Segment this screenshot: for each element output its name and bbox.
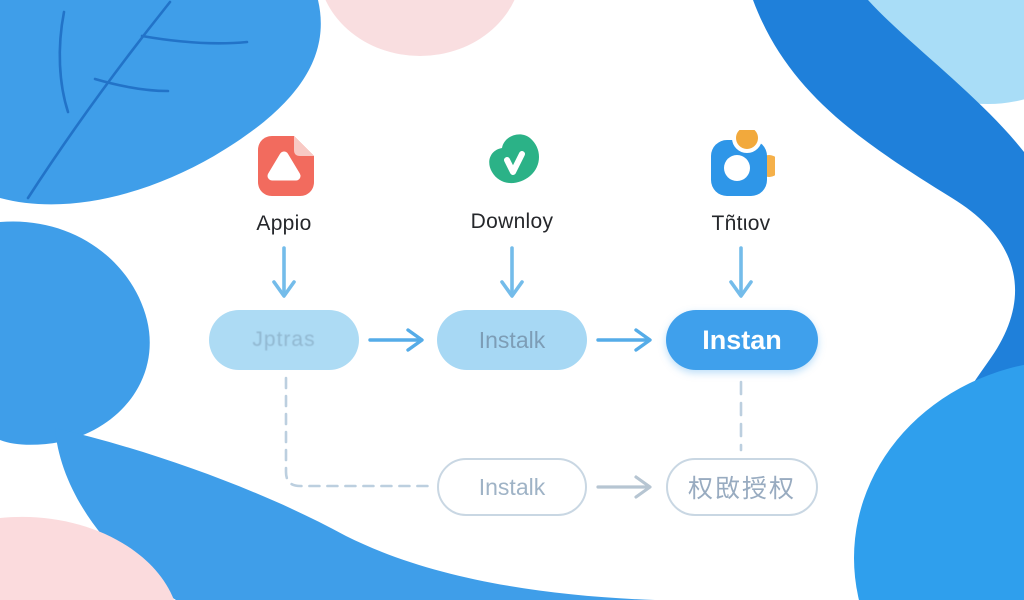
download-icon bbox=[478, 128, 546, 196]
camera-app-icon bbox=[707, 123, 780, 198]
left-blue-blob bbox=[0, 221, 150, 445]
down-arrow-step2 bbox=[500, 246, 524, 298]
pink-blob-top bbox=[325, 0, 515, 56]
arrow-step2-step3 bbox=[596, 328, 652, 352]
bottom-swoosh bbox=[55, 428, 655, 600]
dashed-drop-connector bbox=[739, 380, 743, 452]
leaf-shape bbox=[0, 0, 321, 205]
button-step3-label: Instan bbox=[702, 324, 782, 355]
light-blue-circle bbox=[851, 0, 1024, 104]
dashed-elbow-connector bbox=[284, 376, 432, 488]
button-step1[interactable]: Jptras bbox=[209, 310, 359, 370]
pink-blob-bottom bbox=[0, 516, 174, 600]
down-arrow-step1 bbox=[272, 246, 296, 298]
secondary-install-label: Instalk bbox=[478, 473, 546, 500]
down-arrow-step3 bbox=[729, 246, 753, 298]
leaf-vein-lines bbox=[26, 0, 249, 200]
button-step2-label: Instalk bbox=[478, 326, 546, 353]
arrow-install-permission bbox=[596, 475, 652, 499]
button-step1-label: Jptras bbox=[252, 328, 316, 351]
secondary-install-button[interactable]: Instalk bbox=[437, 458, 587, 516]
button-step2-install[interactable]: Instalk bbox=[437, 310, 587, 370]
corner-blue-blob bbox=[854, 364, 1024, 600]
button-step3-install[interactable]: Instan bbox=[666, 310, 818, 370]
step-label-tntiov: Tñtιov bbox=[711, 212, 771, 235]
permission-authorize-label: 权敃授权 bbox=[687, 475, 796, 503]
arrow-step1-step2 bbox=[368, 328, 424, 352]
app-file-icon bbox=[250, 132, 318, 200]
step-label-appio: Appio bbox=[256, 212, 312, 235]
permission-authorize-button[interactable]: 权敃授权 bbox=[666, 458, 818, 516]
step-label-downloy: Downloy bbox=[470, 210, 554, 233]
